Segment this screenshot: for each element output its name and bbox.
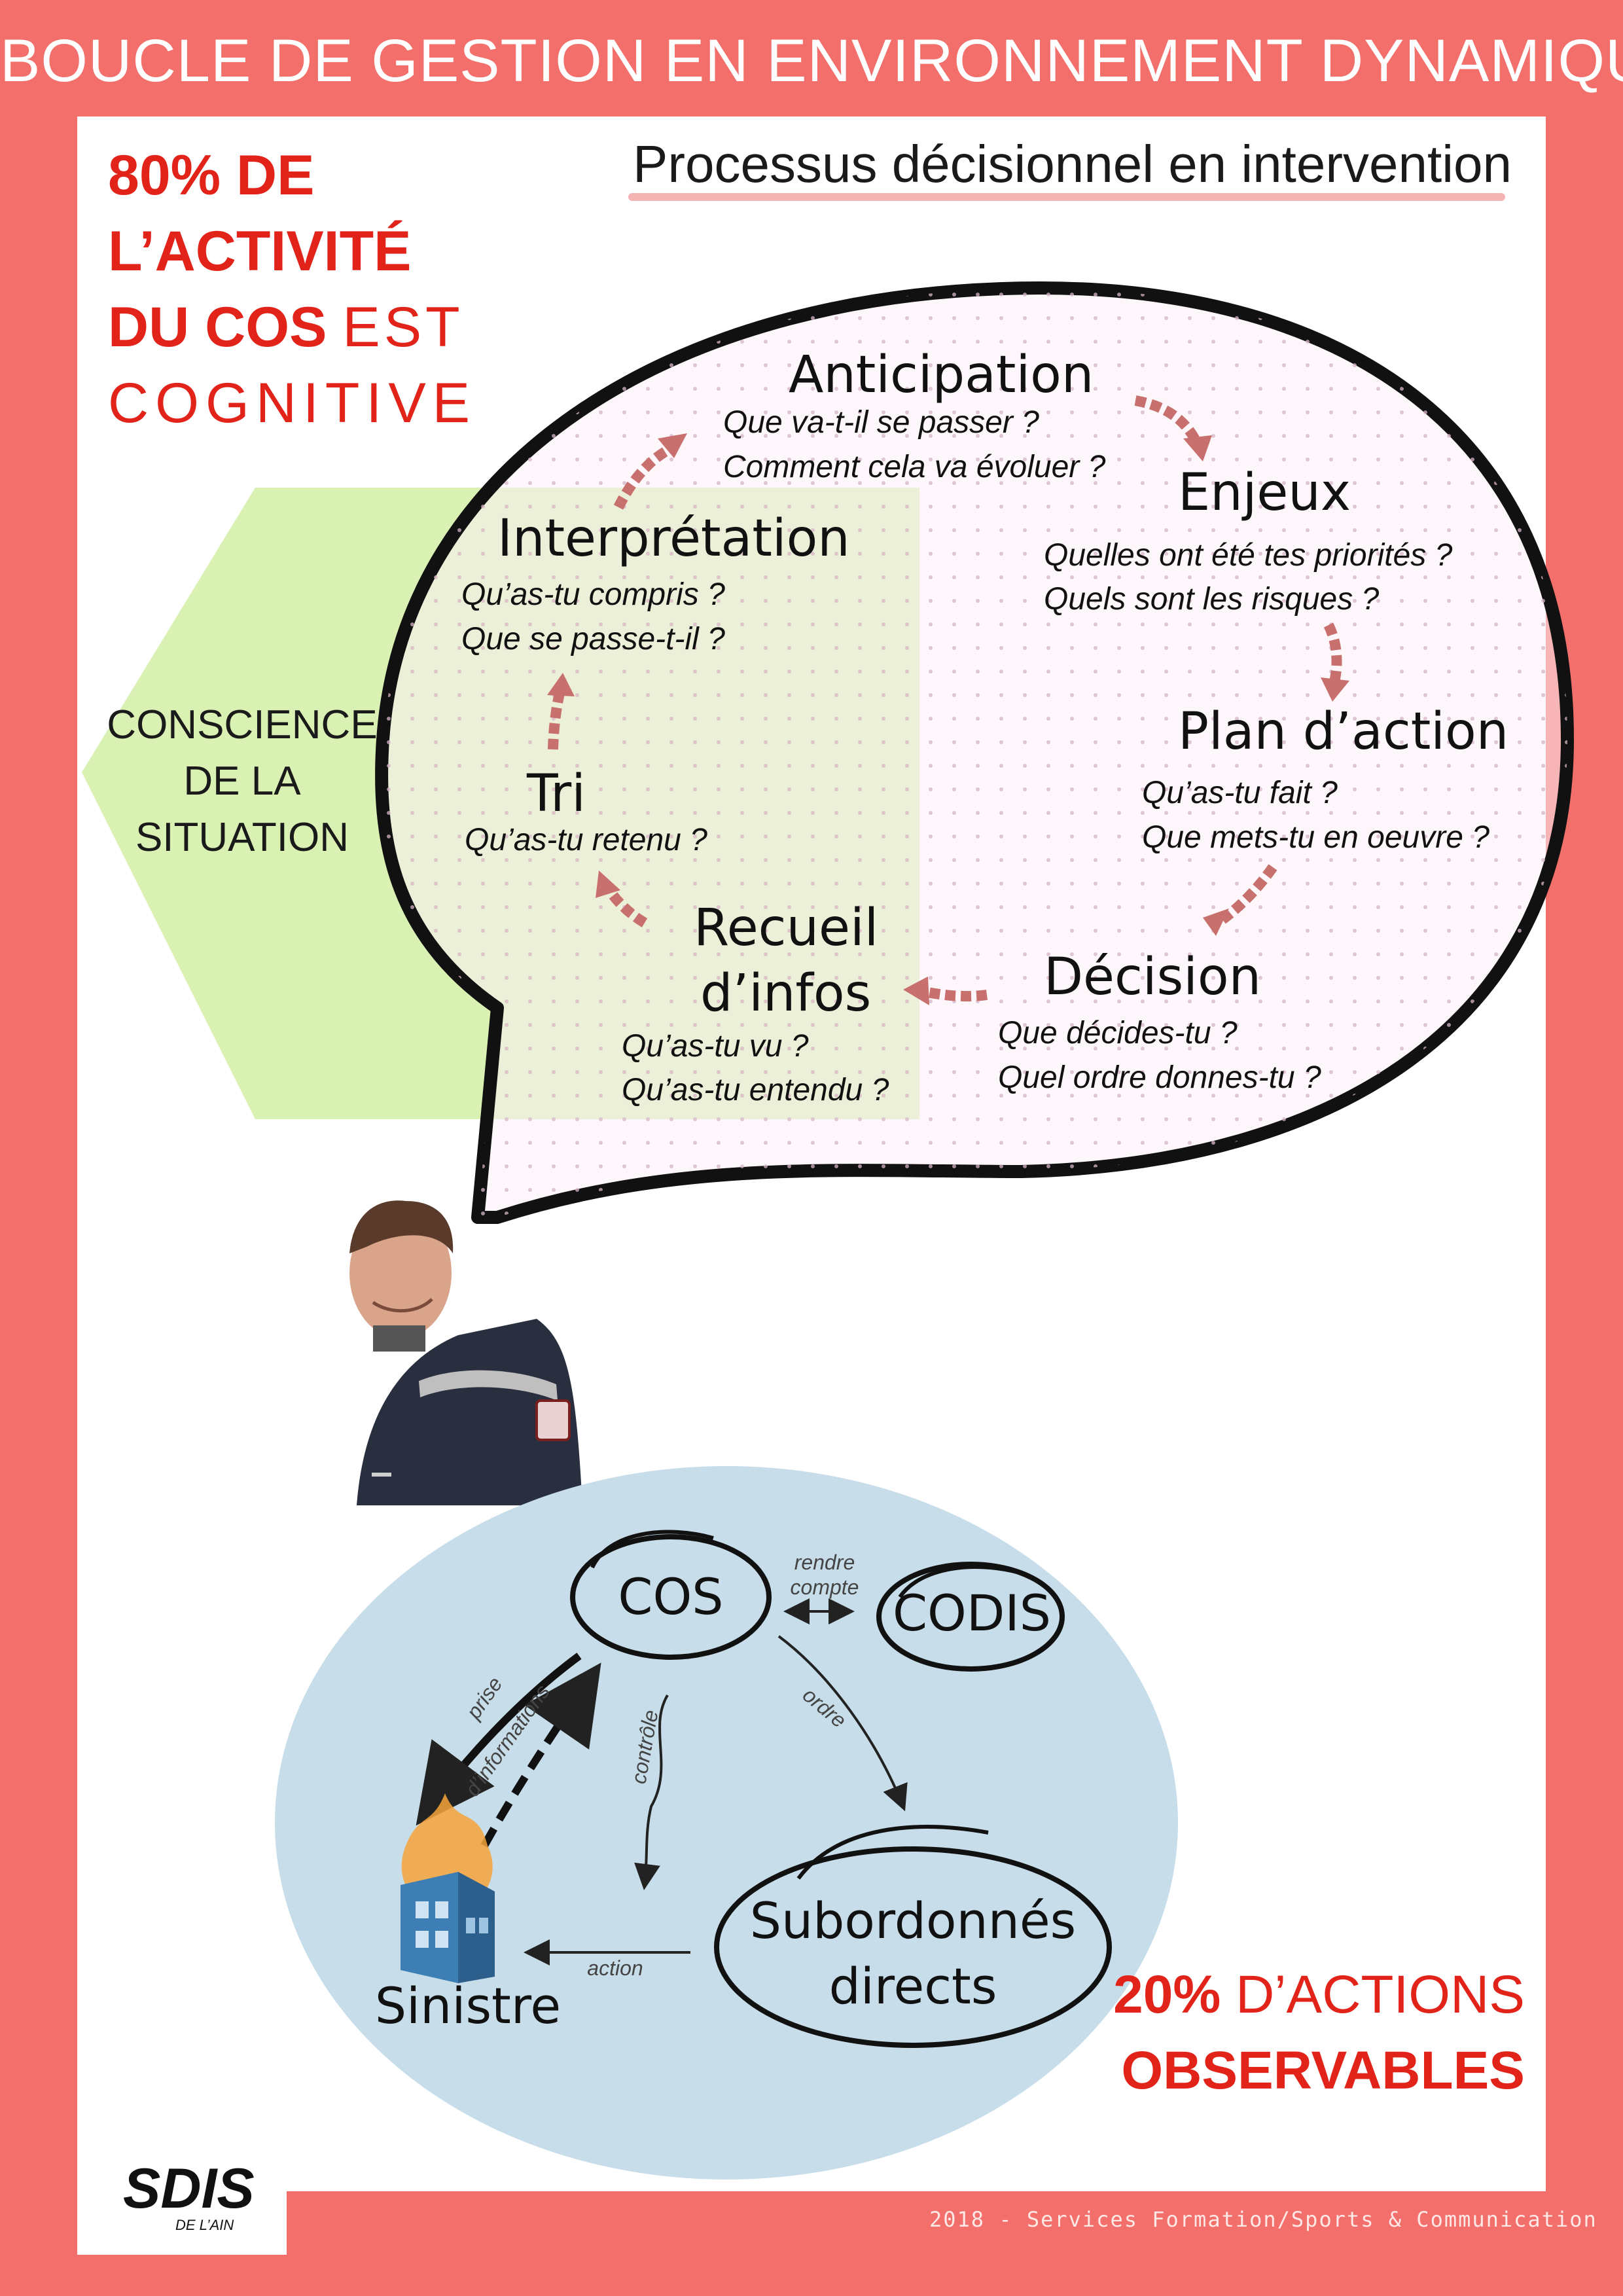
step-plan-q2: Que mets-tu en oeuvre ?	[1142, 820, 1489, 855]
situation-line-1: CONSCIENCE	[107, 702, 378, 747]
node-codis-label: CODIS	[892, 1584, 1052, 1642]
step-recueil-title-1: Recueil	[694, 899, 879, 958]
step-interpretation-title: Interprétation	[497, 509, 850, 568]
node-subordonnes-label-2: directs	[829, 1957, 997, 2015]
command-ellipse	[275, 1466, 1178, 2179]
building-fire-icon	[401, 1793, 495, 1983]
cognitive-activity-note: 80% DE L’ACTIVITÉ DU COS EST COGNITIVE	[108, 137, 474, 441]
cognitive-line-2: L’ACTIVITÉ	[108, 220, 412, 283]
step-decision-q1: Que décides-tu ?	[998, 1016, 1238, 1050]
step-anticipation-q2: Comment cela va évoluer ?	[723, 450, 1106, 484]
situation-awareness-label: CONSCIENCE DE LA SITUATION	[105, 697, 380, 866]
step-anticipation-title: Anticipation	[789, 346, 1094, 404]
arrow-decision-recueil	[921, 986, 988, 1002]
arrow-anticipation-enjeux	[1134, 395, 1202, 444]
situation-line-3: SITUATION	[135, 815, 349, 860]
logo-subtext: DE L’AIN	[175, 2217, 234, 2233]
cognitive-line-4: COGNITIVE	[108, 372, 477, 435]
edge-ordre	[777, 1635, 908, 1812]
edge-label-action: action	[587, 1956, 643, 1980]
arrow-enjeux-plan	[1323, 622, 1342, 686]
step-tri-title: Tri	[527, 764, 586, 823]
observable-line-2: OBSERVABLES	[1093, 2033, 1525, 2109]
step-tri-q1: Qu’as-tu retenu ?	[465, 823, 707, 857]
step-recueil-q1: Qu’as-tu vu ?	[622, 1029, 809, 1064]
step-enjeux-q1: Quelles ont été tes priorités ?	[1044, 538, 1453, 573]
node-cos-label: COS	[618, 1568, 724, 1626]
subtitle: Processus décisionnel en intervention	[632, 135, 1512, 193]
edge-label-rendre-1: rendre	[794, 1551, 855, 1574]
edge-label-rendre-2: compte	[790, 1575, 859, 1599]
cognitive-line-3: DU COS EST	[108, 289, 474, 365]
step-plan-q1: Qu’as-tu fait ?	[1142, 776, 1338, 810]
edge-prise-informations-up	[480, 1662, 601, 1848]
node-subordonnes-label-1: Subordonnés	[749, 1892, 1077, 1950]
edge-controle	[634, 1694, 669, 1890]
step-enjeux-q2: Quels sont les risques ?	[1044, 582, 1380, 617]
situation-line-2: DE LA	[183, 759, 301, 804]
step-interpretation-q2: Que se passe-t-il ?	[461, 622, 725, 656]
observable-line-2-bold: OBSERVABLES	[1121, 2041, 1525, 2100]
observable-line-1-thin: D’ACTIONS	[1236, 1965, 1525, 2024]
firefighter-illustration	[349, 1200, 582, 1505]
step-recueil-title-2: d’infos	[700, 964, 872, 1023]
observable-actions-note: 20% D’ACTIONS OBSERVABLES	[1093, 1957, 1525, 2109]
step-decision-title: Décision	[1044, 948, 1262, 1007]
codis-node-outline	[876, 1562, 1065, 1672]
footer-credit: 2018 - Services Formation/Sports & Commu…	[929, 2207, 1597, 2232]
arrow-plan-decision	[1219, 864, 1277, 924]
cognitive-line-1: 80% DE	[108, 144, 315, 207]
step-interpretation-q1: Qu’as-tu compris ?	[461, 577, 725, 612]
observable-line-1: 20% D’ACTIONS	[1093, 1957, 1525, 2033]
subtitle-underline	[628, 193, 1505, 201]
sdis-logo: SDIS DE L’AIN	[77, 2130, 287, 2255]
cognitive-line-3-thin: EST	[342, 296, 464, 359]
step-plan-title: Plan d’action	[1178, 702, 1509, 761]
logo-text: SDIS	[123, 2157, 255, 2220]
subordonnes-node-outline	[714, 1825, 1112, 2048]
step-recueil-q2: Qu’as-tu entendu ?	[622, 1073, 889, 1107]
step-anticipation-q1: Que va-t-il se passer ?	[723, 405, 1039, 440]
cognitive-line-3-bold: DU COS	[108, 296, 327, 359]
node-sinistre-label: Sinistre	[374, 1977, 562, 2035]
loop-arrowheads	[547, 433, 1349, 1005]
step-decision-q2: Quel ordre donnes-tu ?	[998, 1060, 1321, 1095]
arrow-interpretation-anticipation	[613, 446, 671, 510]
step-enjeux-title: Enjeux	[1178, 463, 1351, 522]
main-title: BOUCLE DE GESTION EN ENVIRONNEMENT DYNAM…	[0, 27, 1623, 94]
cos-node-outline	[570, 1530, 772, 1660]
observable-line-1-bold: 20%	[1113, 1965, 1221, 2024]
